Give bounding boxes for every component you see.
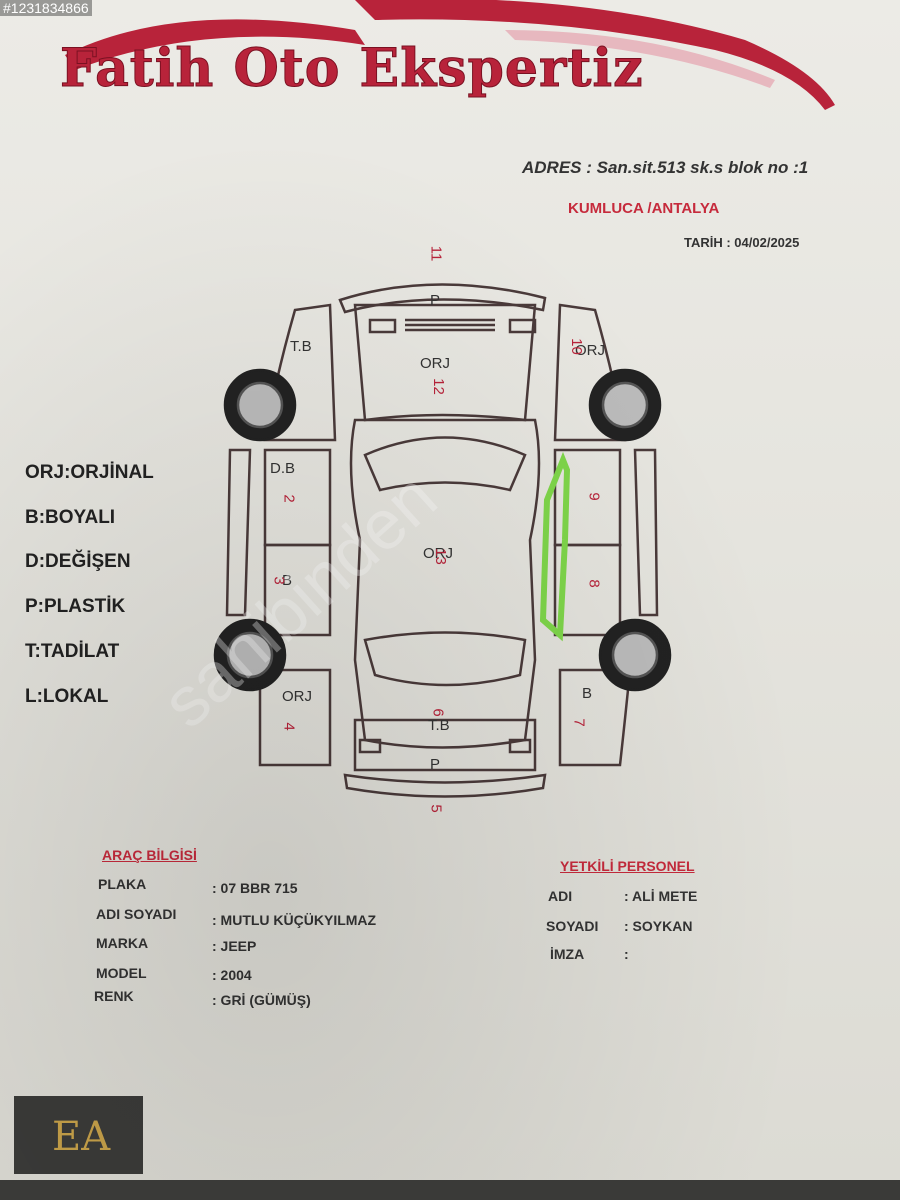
personnel-surname-value: : SOYKAN (624, 918, 693, 934)
green-highlight-mark (539, 451, 571, 642)
listing-id-overlay: #1231834866 (0, 0, 92, 16)
body-outline (349, 418, 541, 749)
signature-value: : (624, 946, 629, 962)
front-bumper-mark: P (430, 292, 441, 309)
legend-item-degisen: D:DEĞİŞEN (25, 551, 131, 572)
front-number: 11 (427, 245, 445, 262)
front-right-wheel (588, 368, 662, 442)
plate-value: : 07 BBR 715 (212, 880, 298, 896)
left-sill (225, 448, 252, 617)
ea-logo: EA (14, 1096, 143, 1174)
rear-right-wheel (598, 618, 672, 692)
personnel-surname-label: SOYADI (546, 918, 599, 934)
legend-item-lokal: L:LOKAL (25, 686, 109, 707)
left-front-door-number: 2 (280, 494, 298, 503)
color-value: : GRİ (GÜMÜŞ) (212, 992, 311, 1008)
trunk-number: 6 (429, 708, 447, 717)
brand-swoosh-logo (65, 0, 835, 110)
rear-bumper-mark: P (430, 756, 441, 773)
hood-number: 12 (429, 378, 447, 395)
rear-left-number: 4 (280, 722, 298, 731)
rear-window-shape (363, 631, 527, 687)
front-bumper-shape (338, 283, 547, 314)
rear-left-fender-status: ORJ (282, 688, 312, 705)
brand-title: Fatih Oto Ekspertiz (60, 38, 644, 100)
vehicle-info-title: ARAÇ BİLGİSİ (102, 847, 197, 863)
roof-status: ORJ (423, 545, 453, 562)
legend-item-boyali: B:BOYALI (25, 507, 116, 528)
ea-logo-letters: EA (52, 1114, 111, 1160)
trunk-status: T.B (428, 717, 450, 734)
legend-item-tadilat: T:TADİLAT (25, 641, 120, 662)
roof-number: 13 (431, 548, 449, 565)
rear-left-wheel (213, 618, 287, 692)
personnel-name-label: ADI (548, 888, 573, 904)
grille-shape (405, 318, 495, 332)
front-right-fender-status: ORJ (575, 342, 605, 359)
right-front-door-number: 9 (585, 492, 603, 501)
front-left-wheel (223, 368, 297, 442)
personnel-name-value: : ALİ METE (624, 888, 698, 904)
city-text: KUMLUCA /ANTALYA (568, 200, 720, 217)
left-rear-door-status: B (282, 572, 293, 589)
right-rear-door-number: 8 (585, 579, 603, 588)
windshield-shape (363, 436, 527, 492)
left-rear-fender (258, 668, 332, 767)
right-sill (633, 448, 659, 617)
rear-right-number: 7 (570, 718, 588, 727)
date-text: TARİH : 04/02/2025 (684, 235, 800, 250)
model-value: : 2004 (212, 967, 252, 983)
color-label: RENK (94, 988, 134, 1004)
address-text: ADRES : San.sit.513 sk.s blok no :1 (522, 158, 809, 177)
trunk-shape (353, 718, 537, 772)
brand-value: : JEEP (212, 938, 257, 954)
legend-item-plastik: P:PLASTİK (25, 596, 126, 617)
personnel-title: YETKİLİ PERSONEL (560, 858, 695, 874)
car-damage-diagram (213, 283, 672, 798)
front-left-fender-status: T.B (290, 338, 312, 355)
rear-number: 5 (427, 804, 445, 813)
brand-label: MARKA (96, 935, 149, 951)
front-right-number: 10 (567, 338, 585, 355)
hood-status: ORJ (420, 355, 450, 372)
owner-value: : MUTLU KÜÇÜKYILMAZ (212, 912, 377, 928)
legend-item-orj: ORJ:ORJİNAL (25, 462, 154, 483)
rear-bumper-shape (343, 773, 547, 798)
owner-label: ADI SOYADI (96, 906, 177, 922)
signature-label: İMZA (550, 946, 585, 962)
left-rear-door (263, 543, 332, 637)
rear-right-fender-status: B (582, 685, 593, 702)
model-label: MODEL (96, 965, 147, 981)
plate-label: PLAKA (98, 876, 147, 892)
left-front-door-status: D.B (270, 460, 296, 477)
